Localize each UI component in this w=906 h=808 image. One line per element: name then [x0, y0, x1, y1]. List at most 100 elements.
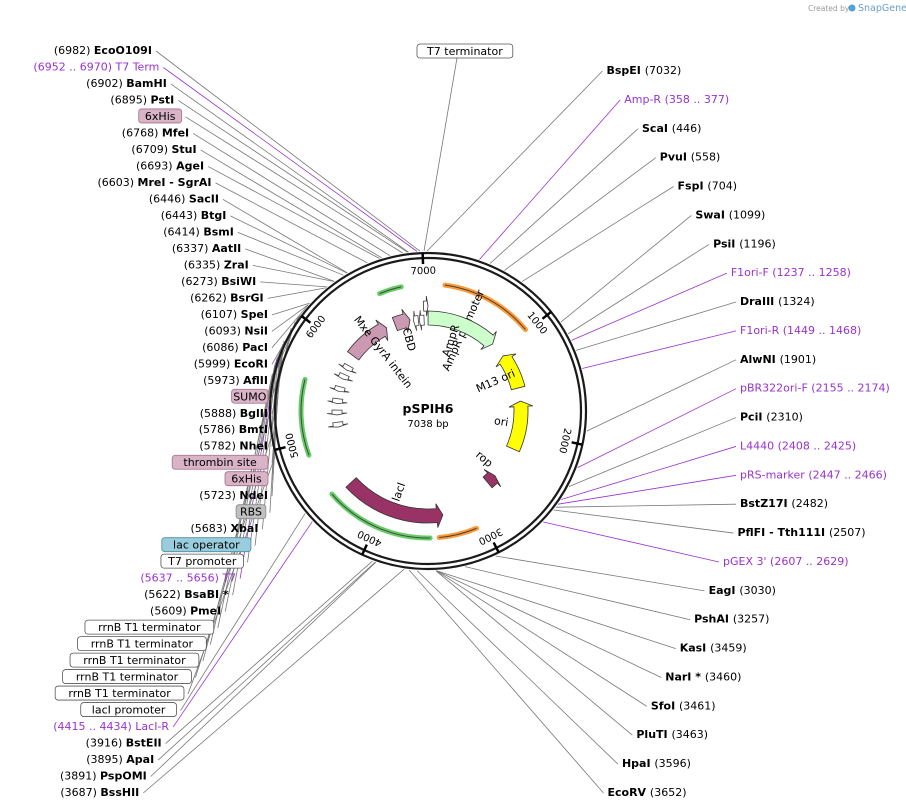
- site-label-bmti: (5786) BmtI: [199, 423, 268, 436]
- feature-label-cbd: CBD: [400, 326, 419, 352]
- site-position: (6982): [54, 44, 94, 57]
- site-position: (1449 .. 1468): [783, 324, 862, 337]
- leader-f1ori-r: [582, 330, 737, 369]
- site-position: (5888): [200, 407, 240, 420]
- site-position: (3687): [60, 786, 100, 799]
- leader-fspi: [521, 186, 674, 282]
- site-position: (3891): [60, 770, 100, 783]
- site-position: (1901): [780, 353, 817, 366]
- plasmid-name: pSPIH6: [403, 401, 454, 416]
- site-name: DraIII: [740, 295, 778, 308]
- site-name: EagI: [709, 584, 740, 597]
- credit-prefix: Created by: [808, 4, 850, 13]
- site-label-aflii: (5973) AflII: [203, 374, 268, 387]
- site-position: (1099): [729, 208, 766, 221]
- site-name: BglII: [240, 407, 268, 420]
- site-label-bsabi: (5622) BsaBI *: [144, 588, 229, 601]
- box-lac-operator: [161, 537, 252, 553]
- site-position: (3895): [86, 753, 126, 766]
- site-position: (6093): [204, 324, 244, 337]
- leader-kasi: [436, 570, 676, 649]
- leader-pspomi: [150, 561, 377, 777]
- site-name: T7 Term: [114, 60, 159, 73]
- box-rrnb-t1-terminator: [62, 669, 192, 684]
- site-name: SacII: [189, 192, 219, 205]
- site-name: BstEII: [126, 737, 162, 750]
- site-name: SpeI: [241, 308, 268, 321]
- site-label-t7-term: (6952 .. 6970) T7 Term: [33, 60, 159, 73]
- feature-ampr: [427, 310, 497, 350]
- site-label-fspi: FspI (704): [678, 180, 737, 193]
- site-position: (3030): [739, 584, 776, 597]
- site-label-alwni: AlwNI (1901): [740, 353, 816, 366]
- site-label-pbr322ori-f: pBR322ori-F (2155 .. 2174): [740, 382, 890, 395]
- snapgene-logo-icon: [848, 4, 856, 12]
- site-position: (1196): [739, 237, 776, 250]
- leader-paci: [271, 305, 309, 349]
- site-label-prs-marker: pRS-marker (2447 .. 2466): [740, 468, 887, 481]
- site-name: PshAI: [694, 613, 733, 626]
- site-position: (1237 .. 1258): [772, 266, 851, 279]
- site-label-t7: (5637 .. 5656) T7: [140, 572, 236, 585]
- leader-zrai: [252, 264, 335, 282]
- site-name: NarI *: [665, 670, 705, 683]
- site-name: T7: [221, 572, 236, 585]
- site-position: (2607 .. 2629): [770, 555, 849, 568]
- leader-f1ori-f: [571, 272, 728, 341]
- box-label-lac-operator: lac operator: [173, 539, 240, 552]
- site-label-bspei: BspEI (7032): [606, 64, 681, 77]
- site-position: (3916): [86, 737, 126, 750]
- site-name: F1ori-F: [731, 266, 772, 279]
- site-label-xbai: (5683) XbaI: [190, 522, 258, 535]
- site-name: BsiWI: [221, 275, 256, 288]
- site-name: L4440: [740, 439, 778, 452]
- site-position: (3596): [654, 757, 691, 770]
- backbone-inner-ring: [273, 256, 583, 566]
- leader-pvui: [504, 157, 657, 271]
- site-position: (558): [691, 151, 721, 164]
- site-label-agei: (6693) AgeI: [136, 159, 204, 172]
- site-label-bamhi: (6902) BamHI: [86, 77, 167, 90]
- box-label-rrnb-t1-terminator: rrnB T1 terminator: [91, 638, 194, 651]
- leader-stui: [200, 149, 382, 259]
- site-label-pluti: PluTI (3463): [636, 728, 708, 741]
- small-arrow-5: [338, 362, 357, 374]
- tick-label-7000: 7000: [410, 266, 436, 278]
- site-position: (6603): [97, 176, 137, 189]
- tick-mark-5000: [274, 445, 286, 452]
- box-t7-promoter: [160, 553, 244, 569]
- site-label-f1ori-r: F1ori-R (1449 .. 1468): [740, 324, 861, 337]
- tick-label-3000: 3000: [477, 525, 505, 546]
- leader-pcii: [568, 417, 737, 487]
- site-label-spei: (6107) SpeI: [201, 308, 268, 321]
- box-label-rrnb-t1-terminator: rrnB T1 terminator: [83, 654, 186, 667]
- leader-sacii: [222, 199, 348, 274]
- site-position: (6443): [161, 209, 201, 222]
- backbone-outer-ring: [268, 251, 588, 571]
- small-arrow-4: [333, 372, 353, 382]
- site-label-sfoi: SfoI (3461): [651, 699, 716, 712]
- leader-laci-promoter: [180, 513, 306, 711]
- site-label-kasi: KasI (3459): [680, 642, 747, 655]
- site-position: (2482): [791, 497, 828, 510]
- leader-nsii: [271, 304, 309, 332]
- box-thrombin-site: [171, 454, 269, 470]
- site-position: (446): [672, 122, 702, 135]
- primer-arc-outline-4: [300, 379, 310, 456]
- site-label-ecori: (5999) EcoRI: [194, 357, 268, 370]
- leader-bsshii: [143, 568, 405, 794]
- site-name: BmtI: [239, 423, 268, 436]
- leader-bsmi: [237, 232, 344, 276]
- feature-label-m13-ori: M13 ori: [474, 367, 517, 395]
- site-name: ScaI: [642, 122, 672, 135]
- box-label-sumo: SUMO: [233, 390, 267, 403]
- leader-aatii: [245, 248, 335, 282]
- leader-t7-term: [163, 67, 418, 252]
- feature-mxe-gyra-intein: [346, 319, 389, 361]
- leader-mfei: [192, 133, 391, 256]
- box-rrnb-t1-terminator: [84, 619, 215, 635]
- site-label-pspomi: (3891) PspOMI: [60, 770, 147, 783]
- site-position: (6337): [172, 242, 212, 255]
- primer-arc-outline-2: [439, 527, 477, 539]
- site-name: AlwNI: [740, 353, 780, 366]
